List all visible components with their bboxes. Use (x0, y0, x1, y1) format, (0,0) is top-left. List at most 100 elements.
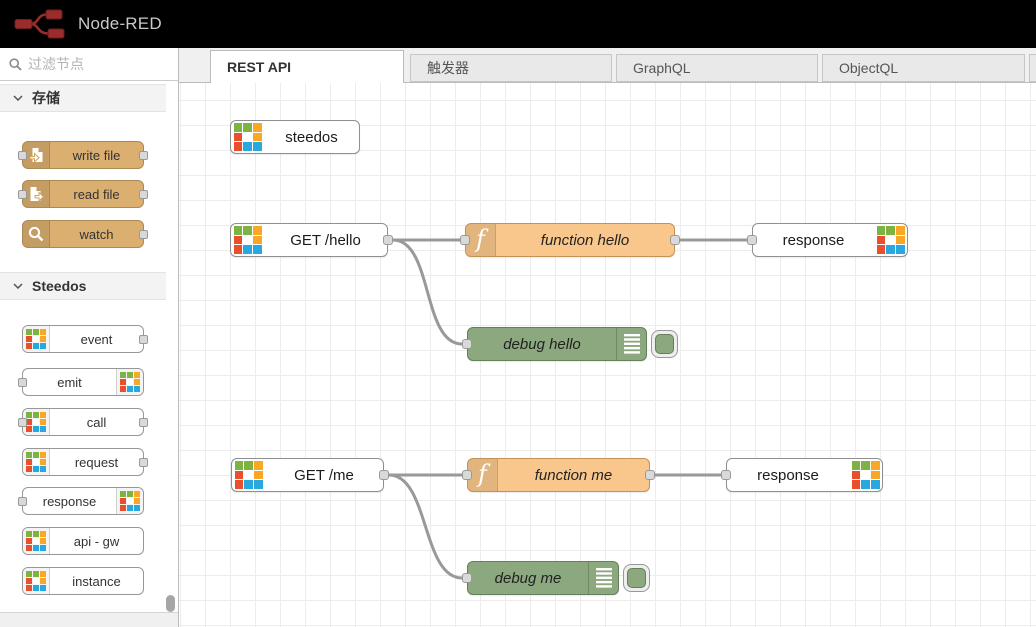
chevron-down-icon (13, 95, 23, 101)
palette-sidebar: 存储 write file (0, 48, 179, 627)
search-input[interactable] (28, 56, 156, 72)
function-f-icon: f (468, 459, 498, 491)
palette-node-label: call (86, 414, 107, 430)
steedos-grid-icon (234, 461, 263, 489)
wire-get-me-to-debug-me[interactable] (387, 473, 464, 580)
steedos-grid-icon (120, 491, 140, 511)
port-in (18, 497, 27, 506)
chevron-down-icon (13, 283, 23, 289)
header: Node-RED (0, 0, 1036, 48)
palette-node-instance[interactable]: instance (22, 567, 144, 595)
tab-graphql[interactable]: GraphQL (616, 54, 818, 82)
steedos-grid-icon (26, 412, 46, 432)
app-title: Node-RED (78, 14, 162, 33)
port-in[interactable] (462, 339, 472, 349)
wire-get-hello-to-debug-hello[interactable] (391, 238, 464, 346)
node-label: GET /hello (290, 231, 361, 249)
palette-node-read-file[interactable]: read file (18, 180, 148, 208)
palette-node-request[interactable]: request (22, 448, 148, 476)
port-in[interactable] (462, 470, 472, 480)
port-out (139, 230, 148, 239)
palette-node-label: response (42, 493, 97, 509)
node-label: debug me (494, 569, 562, 587)
node-label: function me (534, 466, 613, 484)
palette-node-label: api - gw (73, 533, 120, 549)
flow-canvas[interactable]: steedos GET /hello f function hello r (179, 83, 1036, 627)
palette-node-label: instance (72, 573, 121, 589)
palette-node-write-file[interactable]: write file (18, 141, 148, 169)
file-read-icon (23, 181, 50, 207)
node-label: GET /me (294, 466, 354, 484)
port-out[interactable] (670, 235, 680, 245)
category-storage[interactable]: 存储 (0, 84, 166, 112)
flow-node-get-hello[interactable]: GET /hello (230, 223, 393, 257)
steedos-grid-icon (26, 452, 46, 472)
node-label: debug hello (503, 335, 581, 353)
port-in[interactable] (460, 235, 470, 245)
flow-node-response-me[interactable]: response (721, 458, 883, 492)
sidebar-footer (0, 612, 178, 627)
palette-node-watch[interactable]: watch (22, 220, 148, 248)
steedos-grid-icon (876, 226, 905, 254)
wires-layer (387, 238, 749, 580)
search-icon (9, 57, 22, 71)
steedos-grid-icon (26, 531, 46, 551)
palette-node-label: emit (57, 374, 82, 390)
port-out[interactable] (645, 470, 655, 480)
debug-toggle-button[interactable] (623, 564, 650, 592)
flow-tabbar: REST API 触发器 GraphQL ObjectQL (179, 48, 1036, 83)
node-label: response (782, 231, 845, 249)
flow-node-get-me[interactable]: GET /me (231, 458, 389, 492)
flow-node-function-me[interactable]: f function me (462, 458, 655, 492)
file-write-icon (23, 142, 50, 168)
tab-partial[interactable] (1029, 54, 1036, 82)
function-f-icon: f (466, 224, 496, 256)
node-label: response (757, 466, 819, 484)
tab-trigger[interactable]: 触发器 (410, 54, 612, 82)
palette-node-label: event (80, 331, 113, 347)
port-in[interactable] (462, 573, 472, 583)
tab-objectql[interactable]: ObjectQL (822, 54, 1025, 82)
palette-node-label: read file (73, 186, 120, 202)
port-out (139, 190, 148, 199)
palette-scrollbar-thumb[interactable] (166, 595, 175, 612)
node-label: function hello (540, 231, 630, 249)
palette-node-event[interactable]: event (22, 325, 148, 353)
node-label: steedos (285, 128, 338, 146)
palette-node-emit[interactable]: emit (18, 368, 144, 396)
flow-node-debug-me[interactable]: debug me (462, 561, 619, 595)
palette-node-response[interactable]: response (18, 487, 144, 515)
palette-node-call[interactable]: call (18, 408, 148, 436)
node-red-logo-icon (14, 9, 65, 39)
magnifier-icon (23, 221, 50, 247)
palette-node-api-gw[interactable]: api - gw (22, 527, 144, 555)
steedos-grid-icon (26, 571, 46, 591)
port-in[interactable] (747, 235, 757, 245)
category-label: 存储 (32, 90, 60, 106)
debug-list-icon (588, 562, 618, 594)
port-in (18, 190, 27, 199)
palette-node-label: watch (79, 226, 114, 242)
steedos-grid-icon (233, 123, 262, 151)
tab-rest-api[interactable]: REST API (210, 50, 404, 83)
steedos-grid-icon (120, 372, 140, 392)
flow-node-response-hello[interactable]: response (747, 223, 908, 257)
flow-node-function-hello[interactable]: f function hello (460, 223, 680, 257)
port-in (18, 418, 27, 427)
port-out (139, 335, 148, 344)
palette: 存储 write file (0, 81, 178, 612)
steedos-grid-icon (233, 226, 262, 254)
debug-toggle-button[interactable] (651, 330, 678, 358)
flow-node-debug-hello[interactable]: debug hello (462, 327, 647, 361)
debug-list-icon (616, 328, 646, 360)
steedos-grid-icon (851, 461, 880, 489)
port-out[interactable] (379, 470, 389, 480)
category-label: Steedos (32, 278, 87, 294)
port-in[interactable] (721, 470, 731, 480)
port-out (139, 458, 148, 467)
flow-node-steedos[interactable]: steedos (230, 120, 360, 154)
port-out (139, 151, 148, 160)
category-steedos[interactable]: Steedos (0, 272, 166, 300)
port-out[interactable] (383, 235, 393, 245)
